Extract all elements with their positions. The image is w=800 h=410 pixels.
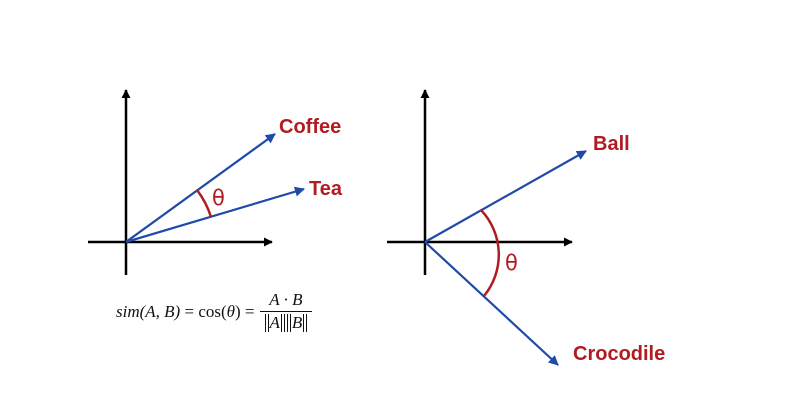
norm-b-inner: B <box>289 313 305 332</box>
tea-vector <box>125 186 305 244</box>
coffee-label: Coffee <box>279 116 341 138</box>
formula-cos: cos( <box>198 301 227 321</box>
crocodile-vector <box>424 241 559 366</box>
right-angle-arc <box>480 209 501 297</box>
left-angle-arc <box>195 189 213 218</box>
formula-lhs: sim(A, B) <box>116 302 180 322</box>
crocodile-label: Crocodile <box>573 343 665 365</box>
ball-label: Ball <box>593 133 630 155</box>
formula-numerator: A · B <box>269 290 303 309</box>
norm-a: A <box>264 313 285 332</box>
ball-vector <box>424 150 587 243</box>
tea-label: Tea <box>309 178 343 200</box>
right-theta-label: θ <box>505 251 518 275</box>
formula-args: (A, B) <box>139 301 181 321</box>
norm-a-inner: A <box>267 313 282 332</box>
fraction-bar <box>259 311 313 312</box>
left-diagram: Coffee Tea θ <box>88 89 343 275</box>
formula-equals-2: = <box>244 301 255 321</box>
left-theta-label: θ <box>212 186 225 210</box>
formula-equals-1: = <box>184 301 195 321</box>
formula-sim: sim <box>116 301 140 321</box>
formula-cos-close: ) <box>235 301 241 321</box>
formula-theta: θ <box>226 301 235 321</box>
right-diagram: Ball Crocodile θ <box>387 89 665 366</box>
norm-b: B <box>286 313 308 332</box>
coffee-vector <box>125 133 276 243</box>
